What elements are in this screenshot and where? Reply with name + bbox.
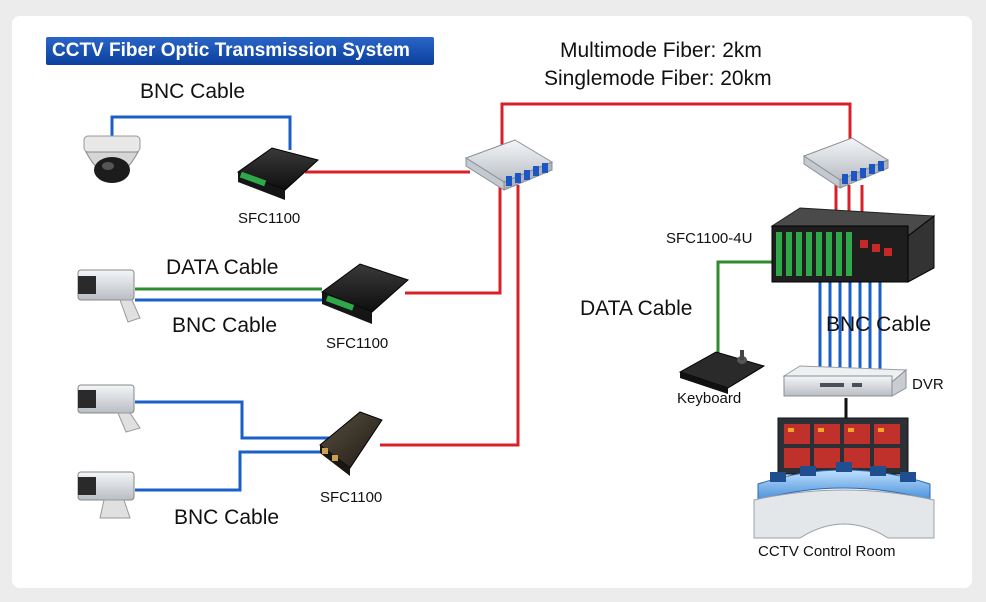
data-cable-right xyxy=(716,260,785,357)
sfc1100-label-1: SFC1100 xyxy=(238,210,301,227)
data-cable-label-mid: DATA Cable xyxy=(166,256,279,279)
converter-icon xyxy=(320,263,409,324)
fiber-patch-panel-icon xyxy=(464,139,554,191)
bnc-cable-top xyxy=(110,115,292,150)
page-title: CCTV Fiber Optic Transmission System xyxy=(46,37,434,65)
fiber-patch-panel-icon xyxy=(802,137,890,189)
bnc-cable-bundle xyxy=(818,280,882,372)
bnc-cable-bottom-1 xyxy=(135,400,330,440)
rack-chassis-icon xyxy=(770,207,936,283)
bnc-cable-bottom-2 xyxy=(135,450,330,492)
sfc1100-4u-label: SFC1100-4U xyxy=(666,230,753,247)
fiber-distance-singlemode: Singlemode Fiber: 20km xyxy=(544,67,772,90)
fiber-distance-multimode: Multimode Fiber: 2km xyxy=(560,39,762,62)
fiber-trunk xyxy=(500,102,852,152)
bnc-cable-label-bottom: BNC Cable xyxy=(174,506,280,529)
data-cable-label-right: DATA Cable xyxy=(580,297,693,320)
fiber-cable-2 xyxy=(405,185,502,295)
keyboard-label: Keyboard xyxy=(677,390,742,407)
dvr-icon xyxy=(782,365,908,397)
bnc-cable-label-top: BNC Cable xyxy=(140,80,246,103)
bnc-cable-label-right: BNC Cable xyxy=(826,313,932,336)
box-camera-icon xyxy=(77,471,135,519)
dvr-label: DVR xyxy=(912,376,944,393)
bnc-cable-label-mid: BNC Cable xyxy=(172,314,278,337)
keyboard-icon xyxy=(678,350,766,394)
dome-camera-icon xyxy=(83,135,141,183)
converter-icon xyxy=(319,411,383,476)
control-room-label: CCTV Control Room xyxy=(758,543,896,560)
box-camera-icon xyxy=(77,269,141,323)
sfc1100-label-3: SFC1100 xyxy=(320,489,383,506)
control-room-icon xyxy=(753,417,935,539)
box-camera-icon xyxy=(77,384,141,433)
fiber-cable-3 xyxy=(380,185,520,447)
converter-icon xyxy=(236,147,320,200)
sfc1100-label-2: SFC1100 xyxy=(326,335,389,352)
